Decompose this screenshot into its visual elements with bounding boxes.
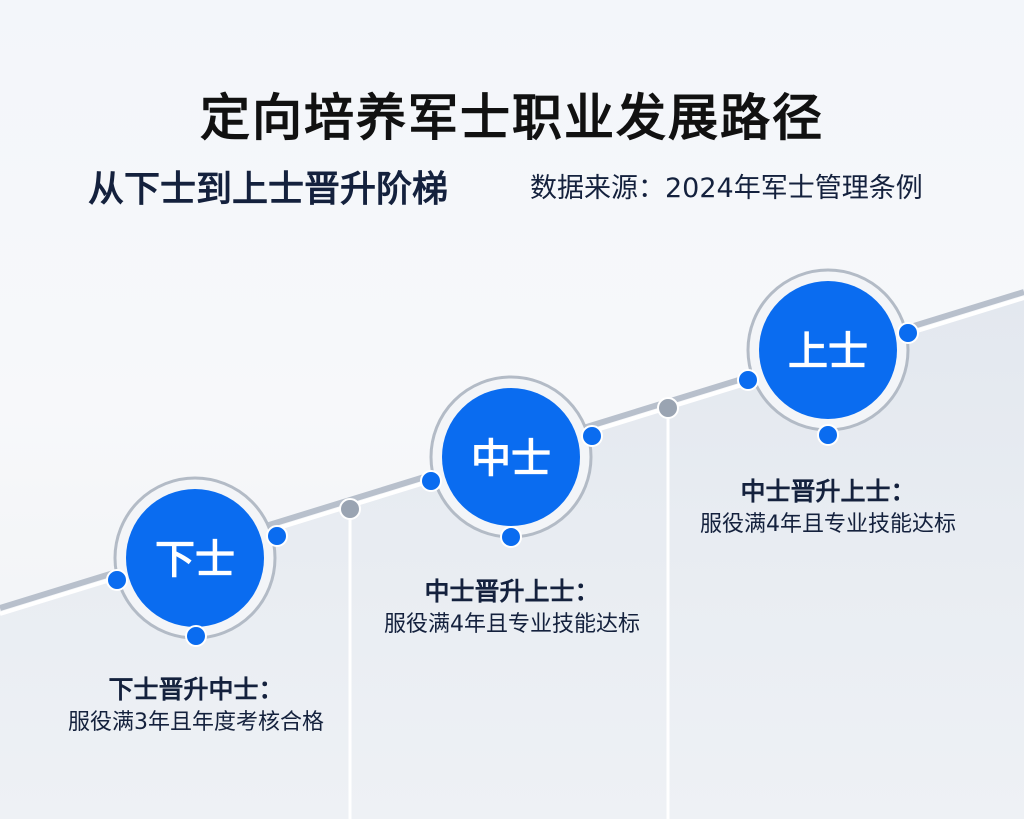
- connector-dot-2: [657, 397, 679, 419]
- connector-dot-1: [339, 498, 361, 520]
- node-dot: [737, 369, 759, 391]
- data-source: 数据来源：2024年军士管理条例: [530, 173, 923, 204]
- node-dot: [581, 425, 603, 447]
- node-label: 上士: [788, 329, 868, 375]
- page-subtitle: 从下士到上士晋升阶梯: [88, 169, 449, 210]
- caption-desc: 服役满3年且年度考核合格: [68, 710, 324, 735]
- caption-title: 中士晋升上士：: [740, 477, 916, 506]
- node-dot: [420, 470, 442, 492]
- node-label: 中士: [471, 436, 551, 482]
- node-dot: [817, 424, 839, 446]
- step-caption: 下士晋升中士： 服役满3年且年度考核合格: [46, 673, 346, 739]
- page-title: 定向培养军士职业发展路径: [200, 89, 824, 147]
- caption-title: 中士晋升上士：: [424, 577, 600, 606]
- node-sergeant[interactable]: 中士: [420, 375, 603, 548]
- caption-title: 下士晋升中士：: [108, 675, 284, 704]
- caption-desc: 服役满4年且专业技能达标: [384, 612, 640, 637]
- step-caption: 中士晋升上士： 服役满4年且专业技能达标: [362, 575, 662, 641]
- ladder-area: [0, 298, 1024, 819]
- node-label: 下士: [155, 537, 235, 583]
- node-staff-sergeant[interactable]: 上士: [737, 268, 919, 446]
- node-dot: [106, 569, 128, 591]
- node-corporal[interactable]: 下士: [106, 476, 288, 647]
- node-dot: [266, 525, 288, 547]
- caption-desc: 服役满4年且专业技能达标: [700, 512, 956, 537]
- step-caption: 中士晋升上士： 服役满4年且专业技能达标: [678, 475, 978, 541]
- node-dot: [500, 526, 522, 548]
- node-dot: [185, 625, 207, 647]
- node-dot: [897, 322, 919, 344]
